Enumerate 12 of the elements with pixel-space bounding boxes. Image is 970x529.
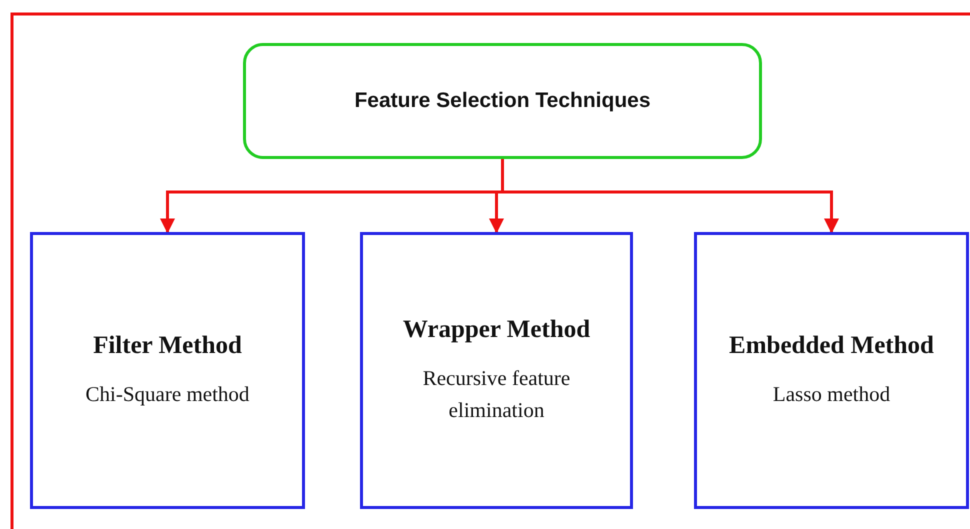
title-box xyxy=(243,43,762,159)
arrow xyxy=(501,159,839,234)
heading: Filter Method xyxy=(93,332,242,360)
description: Chi-Square method xyxy=(86,380,250,408)
heading: Embedded Method xyxy=(729,332,934,360)
method-box xyxy=(30,232,305,509)
description: Lasso method xyxy=(772,380,890,408)
method-box xyxy=(694,232,969,509)
method-box xyxy=(360,232,633,509)
description: Recursive feature elimination xyxy=(422,364,572,424)
heading: Wrapper Method xyxy=(402,316,590,344)
heading: Feature Selection Techniques xyxy=(354,89,651,113)
